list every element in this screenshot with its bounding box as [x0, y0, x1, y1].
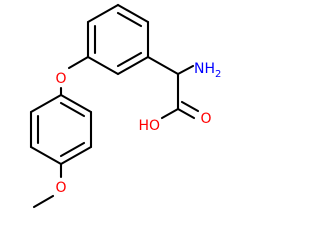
bond — [29, 145, 63, 166]
bond — [59, 145, 93, 166]
double-bond-inner — [59, 141, 86, 158]
bottom-benzene-ring — [29, 93, 93, 166]
bond — [116, 3, 150, 24]
hydroxyl-label: HO — [138, 118, 160, 134]
bond — [86, 3, 120, 24]
bond — [116, 55, 150, 76]
structure-canvas: O O NH2 HO O — [29, 3, 222, 209]
molecule-drawing: O O NH2 HO O — [29, 3, 221, 209]
bond — [160, 107, 180, 120]
carbonyl-double-bond — [180, 100, 200, 113]
ether-oxygen-label: O — [55, 71, 66, 87]
bond — [86, 55, 120, 76]
bond — [29, 93, 63, 114]
amine-subscript: 2 — [215, 69, 221, 80]
carbonyl-oxygen-label: O — [200, 111, 211, 127]
double-bond-inner — [59, 101, 86, 118]
carbonyl-double-bond — [176, 107, 196, 120]
bond — [146, 55, 180, 76]
top-benzene-ring — [86, 3, 150, 76]
bond — [59, 93, 93, 114]
bond — [176, 64, 195, 76]
double-bond-inner — [116, 11, 143, 28]
amine-label: NH2 — [194, 61, 221, 80]
double-bond-inner — [116, 51, 143, 68]
bond — [32, 194, 55, 209]
amine-main-label: NH — [194, 61, 215, 77]
bond — [67, 55, 90, 70]
methoxy-oxygen-label: O — [55, 180, 66, 196]
